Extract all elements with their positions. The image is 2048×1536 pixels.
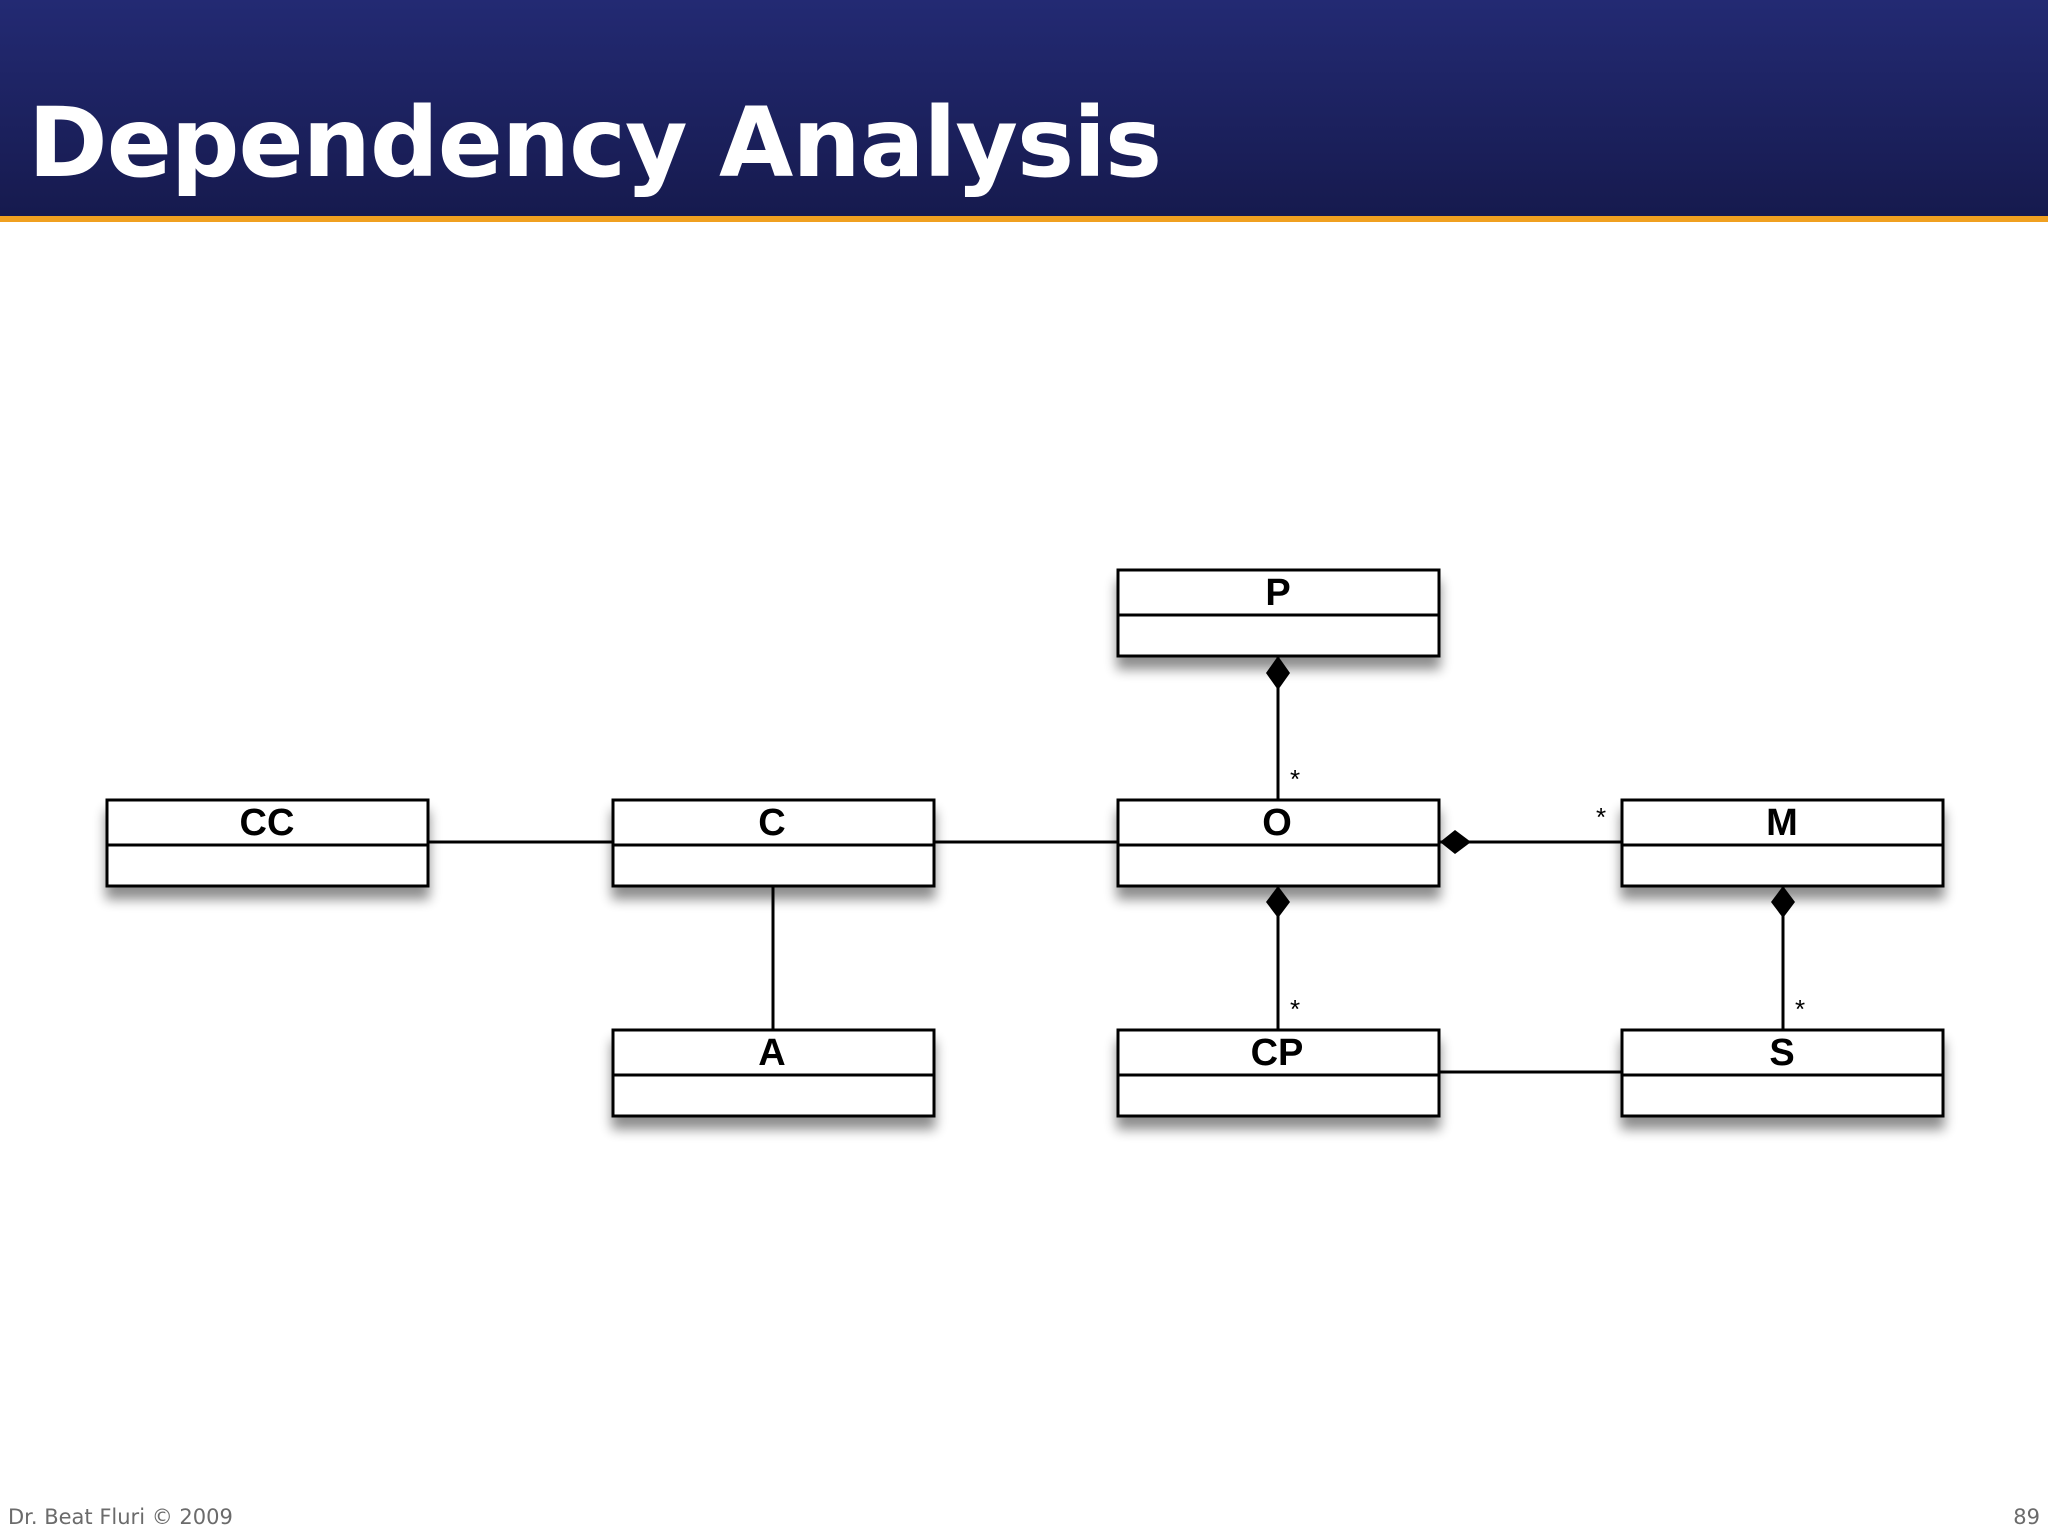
slide-title: Dependency Analysis bbox=[28, 87, 1162, 199]
composition-diamond-o-bottom bbox=[1266, 886, 1290, 918]
multiplicity-p-o: * bbox=[1290, 764, 1300, 794]
class-name-m: M bbox=[1766, 802, 1798, 844]
title-bar bbox=[0, 0, 2048, 216]
multiplicity-m-s: * bbox=[1795, 994, 1805, 1024]
class-box-cp: CP bbox=[1116, 1028, 1441, 1118]
class-box-a: A bbox=[611, 1028, 936, 1118]
multiplicity-o-m: * bbox=[1596, 802, 1606, 832]
title-bar-rule bbox=[0, 216, 2048, 222]
class-name-cc: CC bbox=[240, 802, 295, 844]
composition-diamond-m bbox=[1771, 886, 1795, 918]
class-box-s: S bbox=[1620, 1028, 1945, 1118]
class-name-cp: CP bbox=[1251, 1032, 1304, 1074]
composition-diamond-o-right bbox=[1440, 830, 1471, 854]
page-number: 89 bbox=[2013, 1505, 2040, 1529]
class-name-p: P bbox=[1265, 572, 1290, 614]
class-name-a: A bbox=[758, 1032, 785, 1074]
composition-diamond-p bbox=[1266, 656, 1290, 690]
class-box-cc: CC bbox=[105, 798, 430, 888]
class-name-c: C bbox=[758, 802, 785, 844]
class-box-p: P bbox=[1116, 568, 1441, 658]
class-box-o: O bbox=[1116, 798, 1441, 888]
class-name-o: O bbox=[1262, 802, 1292, 844]
multiplicity-o-cp: * bbox=[1290, 994, 1300, 1024]
class-box-c: C bbox=[611, 798, 936, 888]
class-name-s: S bbox=[1769, 1032, 1794, 1074]
footer-author: Dr. Beat Fluri © 2009 bbox=[8, 1505, 233, 1529]
class-box-m: M bbox=[1620, 798, 1945, 888]
